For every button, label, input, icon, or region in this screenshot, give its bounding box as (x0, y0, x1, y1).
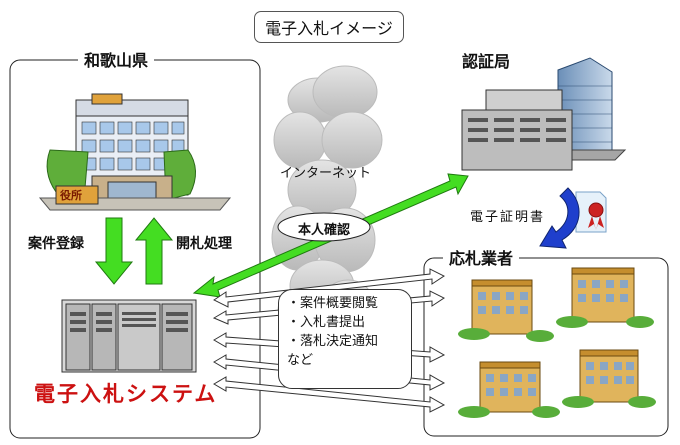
bidder-building-3 (458, 361, 560, 418)
case-registration-label: 案件登録 (28, 236, 84, 252)
bid-opening-arrow (134, 217, 174, 285)
ca-servers (461, 89, 573, 171)
certificate-issue-arrow (539, 187, 580, 249)
bidders-frame (423, 257, 669, 437)
services-list: ・案件概要閲覧 ・入札書提出 ・落札決定通知 など (278, 289, 412, 389)
bidders-label: 応札業者 (443, 245, 520, 269)
system-name: 電子入札システム (34, 382, 218, 406)
certificate-label: 電子証明書 (470, 210, 546, 225)
building-sign: 役所 (60, 189, 82, 202)
service-item: など (287, 353, 314, 368)
certificate-document-icon (575, 191, 607, 233)
prefecture-label: 和歌山県 (78, 47, 155, 71)
bidder-building-2 (556, 267, 654, 328)
service-item: ・落札決定通知 (287, 334, 379, 349)
bidder-building-4 (562, 349, 656, 408)
cert-authority-label: 認証局 (462, 52, 511, 71)
case-registration-arrow (94, 217, 134, 285)
identity-check-ellipse (277, 212, 371, 242)
bidding-server-rack (61, 299, 197, 373)
city-hall-building (38, 93, 232, 211)
service-item: ・入札書提出 (287, 315, 366, 330)
bid-opening-label: 開札処理 (176, 236, 232, 252)
diagram-title: 電子入札イメージ (254, 11, 404, 43)
identity-check-label: 本人確認 (298, 223, 351, 238)
internet-label: インターネット (280, 166, 372, 181)
service-item: ・案件概要閲覧 (287, 296, 379, 311)
bidder-buildings (458, 267, 656, 418)
bidder-building-1 (458, 279, 554, 342)
